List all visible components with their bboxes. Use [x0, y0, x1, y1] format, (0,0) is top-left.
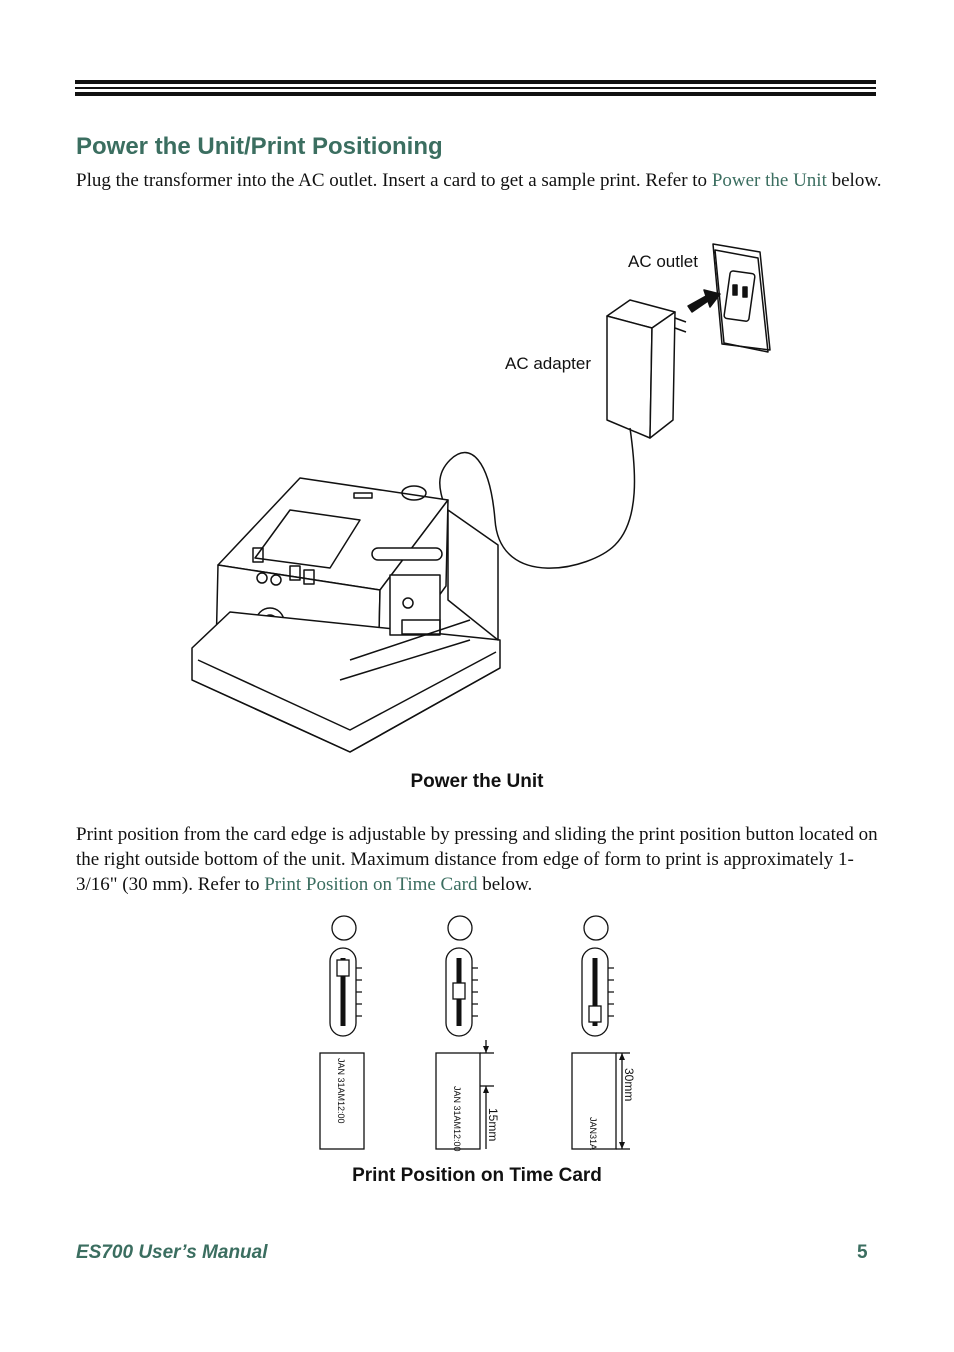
power-unit-link[interactable]: Power the Unit [711, 170, 827, 191]
footer-page-number: 5 [857, 1242, 868, 1263]
print-position-illustration: JAN 31AM12:00 JAN 31AM12:00 JAN31A 15mm … [319, 915, 636, 1152]
position-text: Print position from the card edge is adj… [76, 824, 878, 895]
header-rule-middle [75, 87, 876, 89]
position-paragraph: Print position from the card edge is adj… [76, 822, 886, 897]
card2-print: JAN 31AM12:00 [452, 1086, 462, 1152]
card3-print: JAN31A [588, 1117, 598, 1150]
header-rule-bottom [75, 92, 876, 96]
print-position-caption: Print Position on Time Card [352, 1165, 602, 1186]
intro-text-after: below. [826, 170, 882, 191]
power-unit-caption: Power the Unit [410, 771, 544, 792]
footer-manual-title: ES700 User’s Manual [76, 1242, 268, 1263]
ac-adapter-label: AC adapter [505, 354, 591, 373]
position-text-after: below. [477, 874, 533, 895]
section-title: Power the Unit/Print Positioning [76, 133, 443, 160]
print-position-link[interactable]: Print Position on Time Card [264, 874, 478, 895]
intro-paragraph: Plug the transformer into the AC outlet.… [76, 168, 886, 193]
card1-print: JAN 31AM12:00 [336, 1058, 346, 1124]
intro-text: Plug the transformer into the AC outlet.… [76, 170, 712, 191]
ac-outlet-label: AC outlet [628, 252, 698, 271]
header-rule-top [75, 80, 876, 84]
dim-15mm: 15mm [486, 1108, 500, 1141]
dim-30mm: 30mm [622, 1068, 636, 1101]
power-unit-illustration: AC outlet AC adapter [191, 243, 771, 753]
